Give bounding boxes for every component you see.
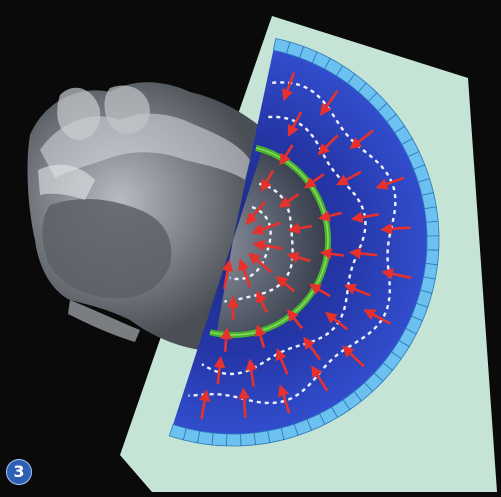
rim-tile — [422, 193, 437, 209]
panel-number-badge: 3 — [6, 459, 32, 485]
rim-tile — [254, 431, 270, 445]
rim-tile — [268, 428, 284, 443]
rim-tile — [241, 433, 256, 446]
rim-tile — [423, 263, 437, 279]
rim-tile — [226, 434, 241, 446]
rim-tile — [212, 433, 227, 446]
rim-tile — [198, 431, 214, 445]
pressure-arrow — [225, 330, 227, 352]
rim-tile — [424, 207, 438, 223]
rim-tile — [426, 250, 439, 265]
rim-tile — [426, 221, 439, 236]
rim-tile — [427, 236, 439, 251]
